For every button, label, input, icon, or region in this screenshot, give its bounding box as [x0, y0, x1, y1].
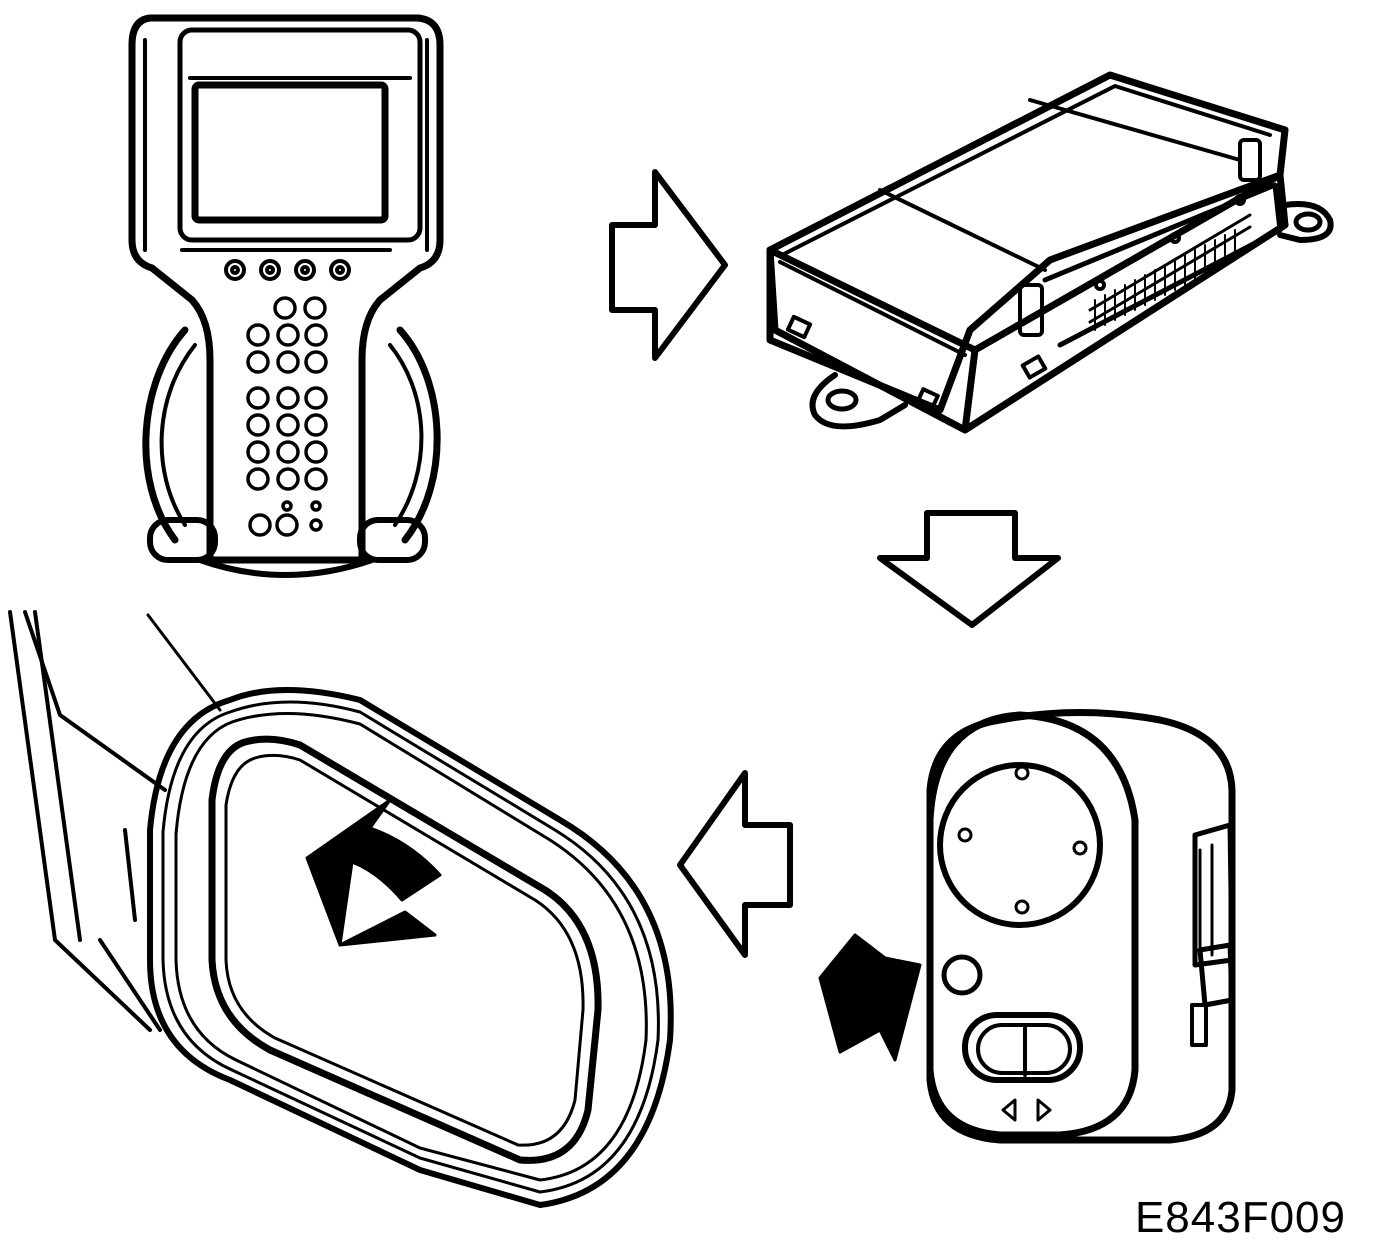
- side-mirror-icon: [8, 610, 674, 1208]
- control-module-icon: [766, 71, 1334, 434]
- flow-arrow-right-icon: [609, 169, 728, 361]
- diagnostic-tester-icon: [128, 14, 444, 578]
- mirror-switch-icon: [818, 709, 1236, 1144]
- flow-arrow-left-icon: [677, 770, 793, 958]
- figure-reference-code: E843F009: [1134, 1193, 1346, 1242]
- flow-arrow-down-icon: [877, 510, 1061, 628]
